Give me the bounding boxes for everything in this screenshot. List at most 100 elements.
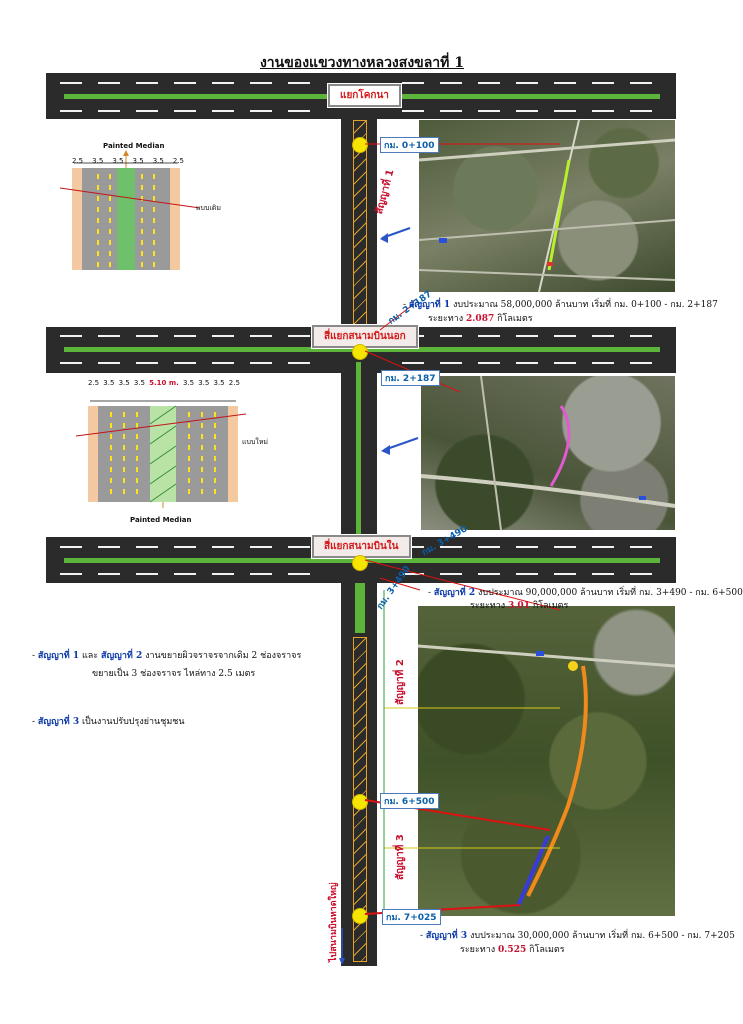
note-text: เป็นงานปรับปรุงย่านชุมชน [79,717,185,727]
note-contract-3: สัญญาที่ 3 [37,717,80,727]
lane-dash [250,546,272,548]
desc-distance-prefix: ระยะทาง [460,945,499,955]
lane-dash [60,546,82,548]
lane-dash [250,110,272,112]
description-contract-2: - สัญญาที่ 2 งบประมาณ 90,000,000 ล้านบาท… [428,585,743,599]
note-contract-2: สัญญาที่ 2 [101,651,143,661]
lane-dash [402,546,424,548]
description-contract-3-distance: ระยะทาง 0.525 กิโลเมตร [460,942,565,956]
lane-dash [136,573,158,575]
median-vertical-2 [356,362,361,542]
desc-contract: สัญญาที่ 1 [408,300,451,310]
lane-dash [592,110,614,112]
lane-dash [440,335,462,337]
lane-dash [478,82,500,84]
lane-dash [212,110,234,112]
lane-dash [630,362,652,364]
lane-dash [630,82,652,84]
desc-distance: 3.01 [508,601,530,611]
lane-dash [288,362,310,364]
lane-width-label: 3.5 [118,379,130,387]
lane-dash [592,362,614,364]
lane-width-label: 3.5 [133,379,145,387]
lane-dash [554,110,576,112]
lane-dash [288,110,310,112]
lane-dash [174,362,196,364]
lane-dash [136,110,158,112]
lane-width-label: 2.5 [88,379,100,387]
desc-distance-prefix: ระยะทาง [470,601,509,611]
lane-dash [288,546,310,548]
lane-dash [554,362,576,364]
lane-dash [60,82,82,84]
lane-dash [630,546,652,548]
description-contract-3: - สัญญาที่ 3 งบประมาณ 30,000,000 ล้านบาท… [420,928,735,942]
lane-dash [516,546,538,548]
lane-dash [136,362,158,364]
lane-dash [402,573,424,575]
lane-dash [478,110,500,112]
aerial-photo-1 [418,119,676,293]
desc-prefix: - [403,300,409,310]
km-label-6-500: กม. 6+500 [380,793,439,809]
desc-distance: 2.087 [466,314,495,324]
lane-dash [592,82,614,84]
lane-dash [288,573,310,575]
km-label-0-100: กม. 0+100 [380,137,439,153]
aerial-route-1 [418,119,676,293]
lane-dash [630,335,652,337]
desc-prefix: - [420,931,426,941]
page-title: งานของแขวงทางหลวงสงขลาที่ 1 [259,55,465,71]
lane-width-label: 3.5 [182,379,195,387]
lane-dash [174,82,196,84]
lane-dash [250,82,272,84]
desc-distance-unit: กิโลเมตร [494,314,533,324]
lane-width-label: 3.5 [103,379,115,387]
lane-width-label: 3.5 [152,157,164,165]
cross-section-new-bottom-title: Painted Median [130,516,192,524]
lane-dash [440,362,462,364]
lane-dash [592,546,614,548]
lane-width-label: 3.5 [132,157,144,165]
lane-dash [402,110,424,112]
junction-label-top: แยกโคกนา [328,84,401,107]
desc-budget: งบประมาณ 30,000,000 ล้านบาท เริ่มที่ กม.… [467,931,735,941]
lane-dash [554,335,576,337]
lane-width-label: 3.5 [198,379,210,387]
cross-section-old-title: Painted Median [103,142,165,150]
desc-prefix: - [428,588,434,598]
lane-width-label: 2.5 [72,157,84,165]
lane-dash [592,335,614,337]
lane-dash [136,546,158,548]
lane-dash [60,110,82,112]
lane-dash [60,335,82,337]
direction-label: ไปสนามบินหาดใหญ่ [329,882,339,962]
lane-dash [174,110,196,112]
aerial-photo-2 [420,375,676,531]
lane-dash [478,335,500,337]
lane-dash [402,82,424,84]
desc-distance-unit: กิโลเมตร [526,945,565,955]
lane-dash [478,546,500,548]
lane-dash [440,82,462,84]
lane-dash [136,335,158,337]
cross-section-new-label: แบบใหม่ [242,438,269,446]
lane-dash [212,82,234,84]
aerial-photo-3 [417,606,676,916]
lane-dash [98,110,120,112]
lane-dash [212,362,234,364]
km-label-2-187: กม. 2+187 [381,370,440,386]
desc-budget: งบประมาณ 90,000,000 ล้านบาท เริ่มที่ กม.… [475,588,743,598]
lane-dash [440,546,462,548]
lane-dash [174,335,196,337]
lane-dash [98,573,120,575]
desc-contract: สัญญาที่ 2 [433,588,476,598]
description-contract-1-distance: ระยะทาง 2.087 กิโลเมตร [428,311,533,325]
note-text: งานขยายผิวจราจรจากเดิม 2 ช่องจราจร [142,651,302,661]
lane-dash [212,573,234,575]
note-2: - สัญญาที่ 3 เป็นงานปรับปรุงย่านชุมชน [32,714,185,728]
note-prefix: - [32,717,38,727]
lane-dash [478,573,500,575]
lane-dash [98,82,120,84]
